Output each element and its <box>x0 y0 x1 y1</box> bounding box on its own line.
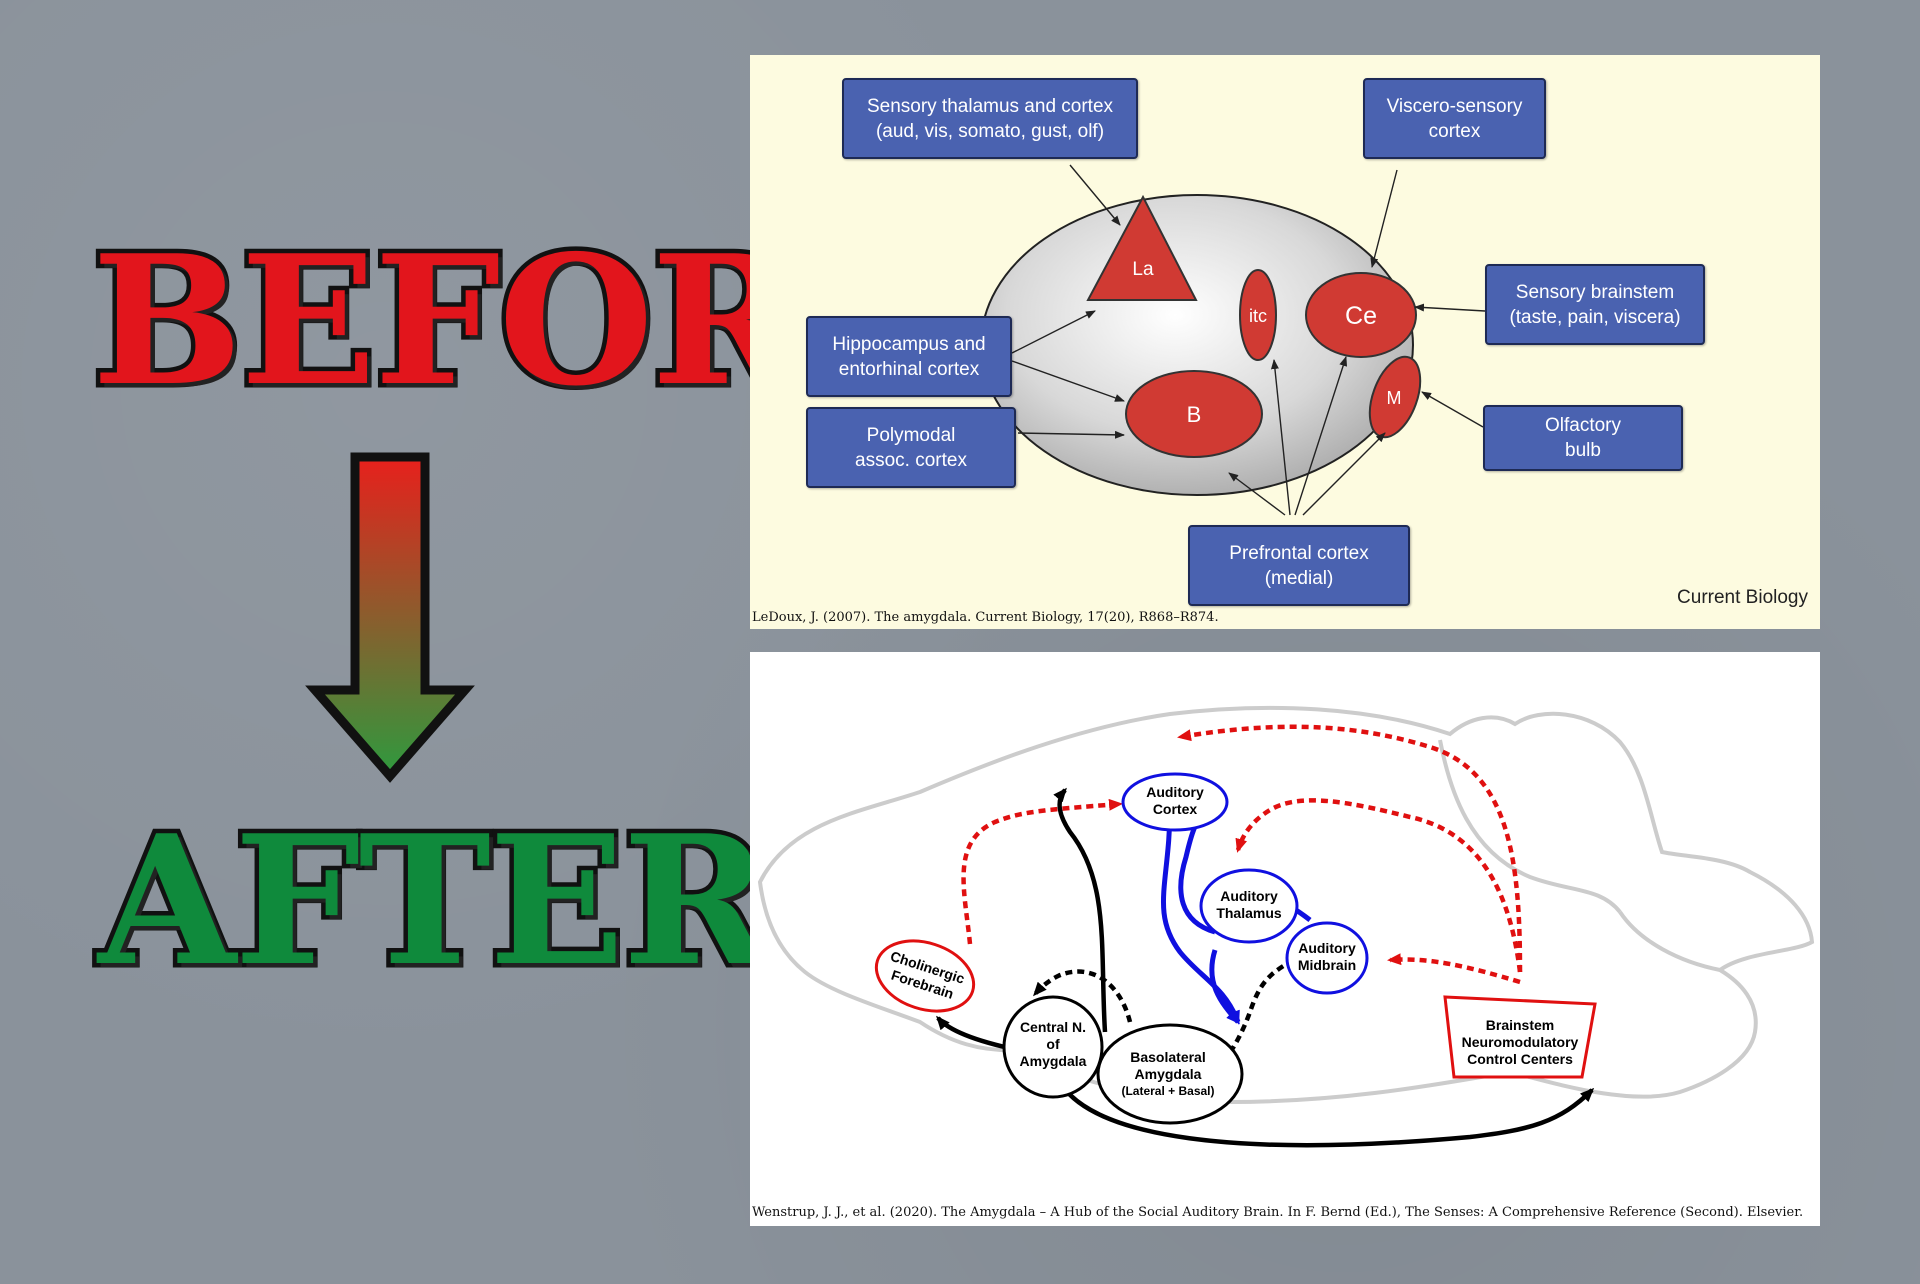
central-n-line1: Central N. <box>1020 1019 1086 1035</box>
itc-nucleus <box>1239 269 1277 361</box>
auditory-brain-diagram: Auditory Cortex Auditory Thalamus Audito… <box>750 652 1820 1226</box>
amygdala-connectivity-diagram: La itc Ce B M Sensory thalamus and corte… <box>750 55 1820 629</box>
ledoux-citation: LeDoux, J. (2007). The amygdala. Current… <box>752 610 1219 625</box>
hippocampus-box: Hippocampus and entorhinal cortex <box>806 316 1012 397</box>
basolateral-line3: (Lateral + Basal) <box>1121 1084 1214 1098</box>
auditory-thalamus-node <box>1199 868 1299 944</box>
brainstem-contour <box>1618 910 1721 972</box>
olfactory-bulb-box: Olfactory bulb <box>1483 405 1683 471</box>
sensory-thalamus-box: Sensory thalamus and cortex (aud, vis, s… <box>842 78 1138 159</box>
auditory-cortex-line1: Auditory <box>1146 784 1204 800</box>
connection-arrows <box>1011 164 1486 516</box>
auditory-midbrain-line1: Auditory <box>1298 940 1356 956</box>
auditory-midbrain-node <box>1285 921 1369 995</box>
central-nucleus-node <box>1002 995 1104 1099</box>
modulatory-paths <box>961 724 1523 985</box>
b-label: B <box>1187 402 1202 427</box>
cholinergic-forebrain-node <box>874 939 976 1013</box>
auditory-cortex-node <box>1121 772 1229 832</box>
basolateral-line2: Amygdala <box>1135 1066 1202 1082</box>
auditory-thalamus-line1: Auditory <box>1220 888 1278 904</box>
ce-nucleus <box>1305 272 1417 358</box>
central-n-line2: of <box>1046 1036 1060 1052</box>
la-label: La <box>1132 259 1154 280</box>
brainstem-centers-node <box>1443 995 1597 1079</box>
polymodal-box: Polymodal assoc. cortex <box>806 407 1016 488</box>
auditory-midbrain-line2: Midbrain <box>1298 957 1356 973</box>
auditory-cortex-line2: Cortex <box>1153 801 1198 817</box>
ce-label: Ce <box>1345 302 1377 330</box>
viscero-sensory-box: Viscero-sensory cortex <box>1363 78 1546 159</box>
la-nucleus <box>1086 194 1198 301</box>
cerebellum-contour <box>1438 739 1622 914</box>
wenstrup-citation: Wenstrup, J. J., et al. (2020). The Amyg… <box>752 1205 1804 1220</box>
brainstem-line2: Neuromodulatory <box>1462 1034 1579 1050</box>
brainstem-line1: Brainstem <box>1486 1017 1554 1033</box>
basolateral-amygdala-node <box>1096 1023 1244 1125</box>
amygdala-svg: La itc Ce B M <box>980 164 1486 516</box>
basolateral-line1: Basolateral <box>1130 1049 1205 1065</box>
central-n-line3: Amygdala <box>1020 1053 1087 1069</box>
b-nucleus <box>1125 370 1263 458</box>
auditory-brain-svg: Auditory Cortex Auditory Thalamus Audito… <box>757 705 1815 1148</box>
brainstem-line3: Control Centers <box>1467 1051 1573 1067</box>
down-arrow-icon <box>305 452 475 783</box>
itc-label: itc <box>1249 306 1267 326</box>
auditory-thalamus-line2: Thalamus <box>1216 905 1282 921</box>
after-label: AFTER <box>94 796 776 1005</box>
journal-label: Current Biology <box>1677 587 1808 608</box>
m-label: M <box>1387 388 1402 408</box>
prefrontal-cortex-box: Prefrontal cortex (medial) <box>1188 525 1410 606</box>
sensory-brainstem-box: Sensory brainstem (taste, pain, viscera) <box>1485 264 1705 345</box>
